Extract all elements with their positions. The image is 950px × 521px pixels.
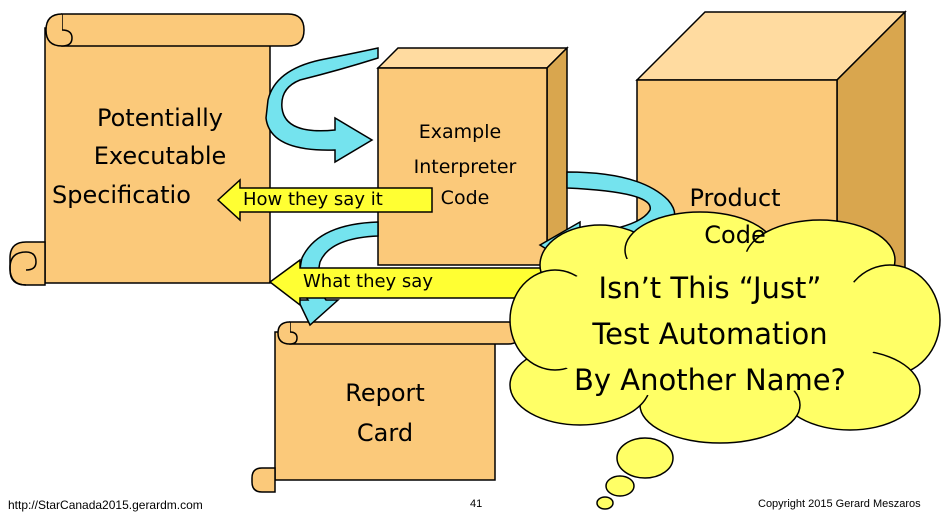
thought-bubbles (596, 437, 674, 510)
spec-scroll-label-3: Specificatio (52, 181, 191, 209)
callout-line-2: Test Automation (592, 317, 828, 351)
footer-page-number: 41 (470, 498, 483, 510)
how-they-say-it-label: How they say it (243, 189, 383, 210)
callout-line-3: By Another Name? (574, 363, 846, 397)
footer-url: http://StarCanada2015.gerardm.com (8, 498, 203, 512)
footer-copyright: Copyright 2015 Gerard Meszaros (758, 498, 921, 510)
interpreter-label-2: Interpreter (413, 156, 517, 178)
interpreter-label-1: Example (418, 121, 502, 143)
spec-scroll-label-1: Potentially (96, 104, 223, 132)
spec-scroll-label-2: Executable (93, 142, 227, 170)
interpreter-box (376, 46, 569, 267)
what-they-say-label: What they say (303, 271, 433, 292)
callout-cloud (509, 211, 941, 444)
report-label-2: Card (356, 419, 414, 447)
interpreter-label-3: Code (440, 187, 490, 209)
spec-scroll (9, 13, 305, 286)
callout-line-1: Isn’t This “Just” (598, 271, 822, 305)
arrow-interpreter-to-report (296, 221, 379, 327)
how-they-say-it-arrow (216, 178, 433, 222)
report-label-1: Report (345, 379, 425, 407)
arrow-spec-to-interpreter (265, 47, 379, 164)
product-label-2: Code (704, 221, 766, 249)
product-label-1: Product (689, 184, 781, 212)
